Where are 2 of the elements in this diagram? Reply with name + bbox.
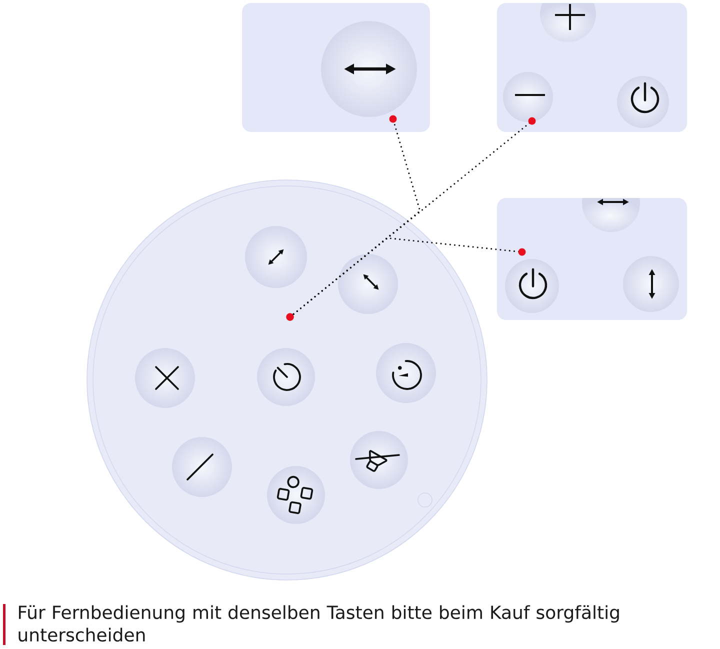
leader-line [286,237,526,321]
caption: Für Fernbedienung mit denselben Tasten bitte beim Kauf sorgfältig unterscheiden [18,605,619,642]
